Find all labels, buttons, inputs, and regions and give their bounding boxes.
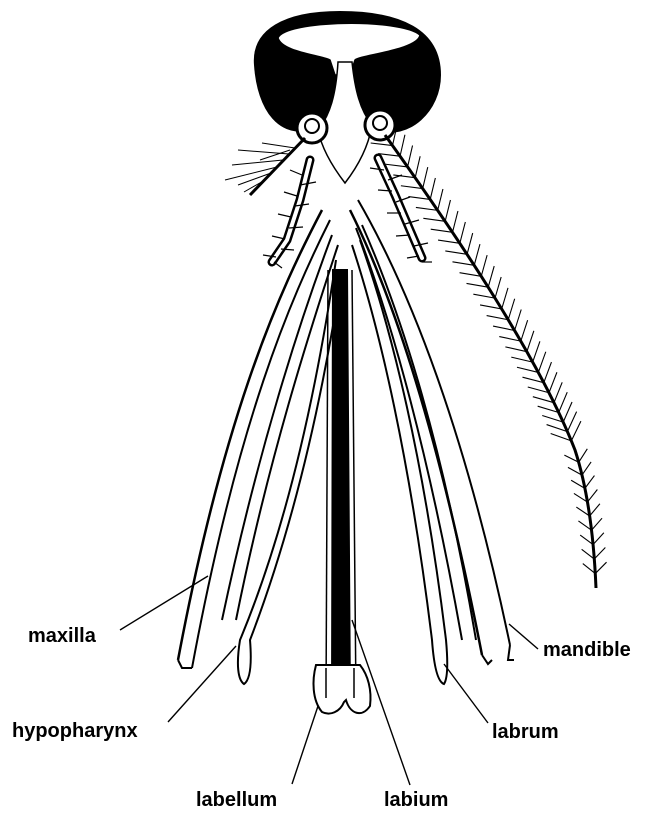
antenna-hair: [594, 547, 605, 559]
antenna-hair: [590, 504, 600, 516]
antenna-hair: [430, 178, 435, 199]
left-antenna: [225, 138, 305, 195]
antenna-hair: [415, 156, 420, 177]
antenna-hair: [538, 352, 545, 373]
antenna-hair: [460, 222, 466, 243]
antenna-hair: [527, 331, 534, 352]
antenna-hair: [593, 533, 604, 545]
label-labellum: labellum: [196, 790, 277, 810]
antenna-hair: [445, 200, 450, 221]
antenna-hair: [515, 310, 522, 331]
label-labium: labium: [384, 790, 448, 810]
leader-labellum: [292, 706, 318, 784]
antenna-hair: [585, 476, 595, 489]
antenna-hair: [423, 167, 428, 188]
antenna-hair: [582, 462, 591, 475]
leader-mandible: [509, 624, 538, 649]
antenna-hair: [554, 382, 562, 402]
antenna-hair: [408, 145, 413, 166]
right-antenna: [371, 124, 607, 588]
antenna-hair: [579, 449, 588, 462]
leader-labrum: [444, 664, 488, 723]
label-maxilla: maxilla: [28, 626, 96, 646]
antenna-hair: [559, 392, 568, 412]
antenna-hair: [474, 244, 480, 265]
leader-maxilla: [120, 576, 208, 630]
antenna-hair: [400, 135, 405, 156]
antenna-hair: [567, 412, 576, 432]
antenna-hair: [563, 402, 572, 422]
label-labrum: labrum: [492, 722, 559, 742]
antenna-hair: [544, 362, 552, 383]
antenna-hair: [571, 421, 581, 441]
head-capsule: [255, 12, 440, 183]
label-hypopharynx: hypopharynx: [12, 721, 138, 741]
stylets: [178, 200, 514, 714]
label-mandible: mandible: [543, 640, 631, 660]
antenna-hair: [502, 288, 508, 309]
left-palp: [263, 160, 316, 268]
antenna-hair: [587, 489, 597, 502]
right-palp: [370, 158, 432, 262]
antenna-hair: [595, 562, 606, 573]
antenna-hair: [488, 266, 494, 287]
antenna-hair: [467, 233, 473, 254]
antenna-hair: [508, 299, 514, 320]
antenna-hair: [591, 518, 602, 530]
antenna-hair: [481, 255, 487, 276]
antenna-hair: [549, 372, 557, 393]
antenna-hair: [521, 320, 528, 341]
antenna-hair: [453, 211, 458, 232]
antenna-hair: [438, 189, 443, 210]
antenna-hair: [533, 341, 540, 362]
antenna-hair: [495, 277, 501, 298]
